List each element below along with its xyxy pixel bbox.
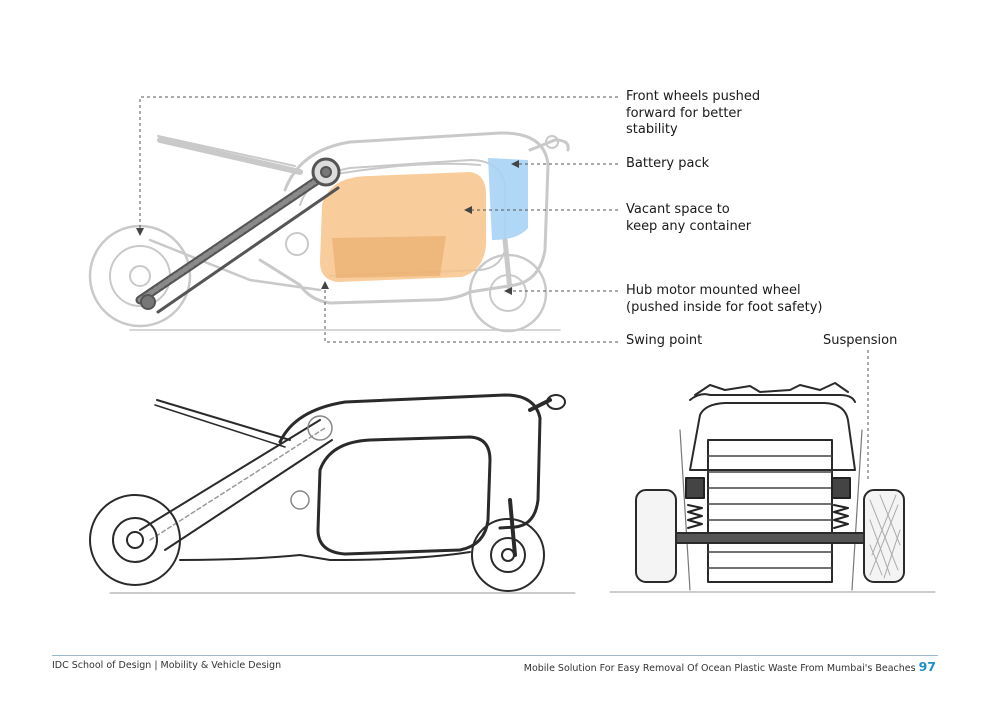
callout-vacant-space-line2: keep any container bbox=[626, 218, 752, 234]
battery-pack-zone bbox=[488, 158, 528, 240]
footer-right: Mobile Solution For Easy Removal Of Ocea… bbox=[524, 659, 936, 674]
conveyor-chain bbox=[135, 157, 341, 314]
footer-left-text: IDC School of Design | Mobility & Vehicl… bbox=[52, 660, 282, 671]
rear-view-sketch bbox=[609, 382, 936, 593]
callout-hub-motor: Hub motor mounted wheel (pushed inside f… bbox=[626, 283, 822, 316]
callout-front-wheels-line2: forward for better bbox=[626, 105, 742, 121]
callout-suspension: Suspension bbox=[823, 333, 898, 348]
page-number: 97 bbox=[918, 659, 936, 674]
callout-front-wheels: Front wheels pushed forward for better s… bbox=[626, 89, 760, 139]
footer-divider bbox=[52, 655, 938, 656]
callout-vacant-space-line1: Vacant space to bbox=[626, 202, 730, 217]
callout-vacant-space: Vacant space to keep any container bbox=[626, 202, 751, 235]
callout-front-wheels-line3: stability bbox=[626, 122, 678, 137]
callout-battery-pack: Battery pack bbox=[626, 156, 710, 171]
suspension-springs bbox=[685, 477, 851, 529]
leader-lines bbox=[139, 96, 869, 482]
callout-front-wheels-line1: Front wheels pushed bbox=[626, 89, 761, 104]
callout-hub-motor-line2: (pushed inside for foot safety) bbox=[626, 299, 823, 315]
side-sketch bbox=[89, 393, 576, 594]
callout-hub-motor-line1: Hub motor mounted wheel bbox=[626, 283, 801, 298]
footer-right-text: Mobile Solution For Easy Removal Of Ocea… bbox=[523, 663, 916, 674]
callout-swing-point: Swing point bbox=[626, 333, 703, 348]
